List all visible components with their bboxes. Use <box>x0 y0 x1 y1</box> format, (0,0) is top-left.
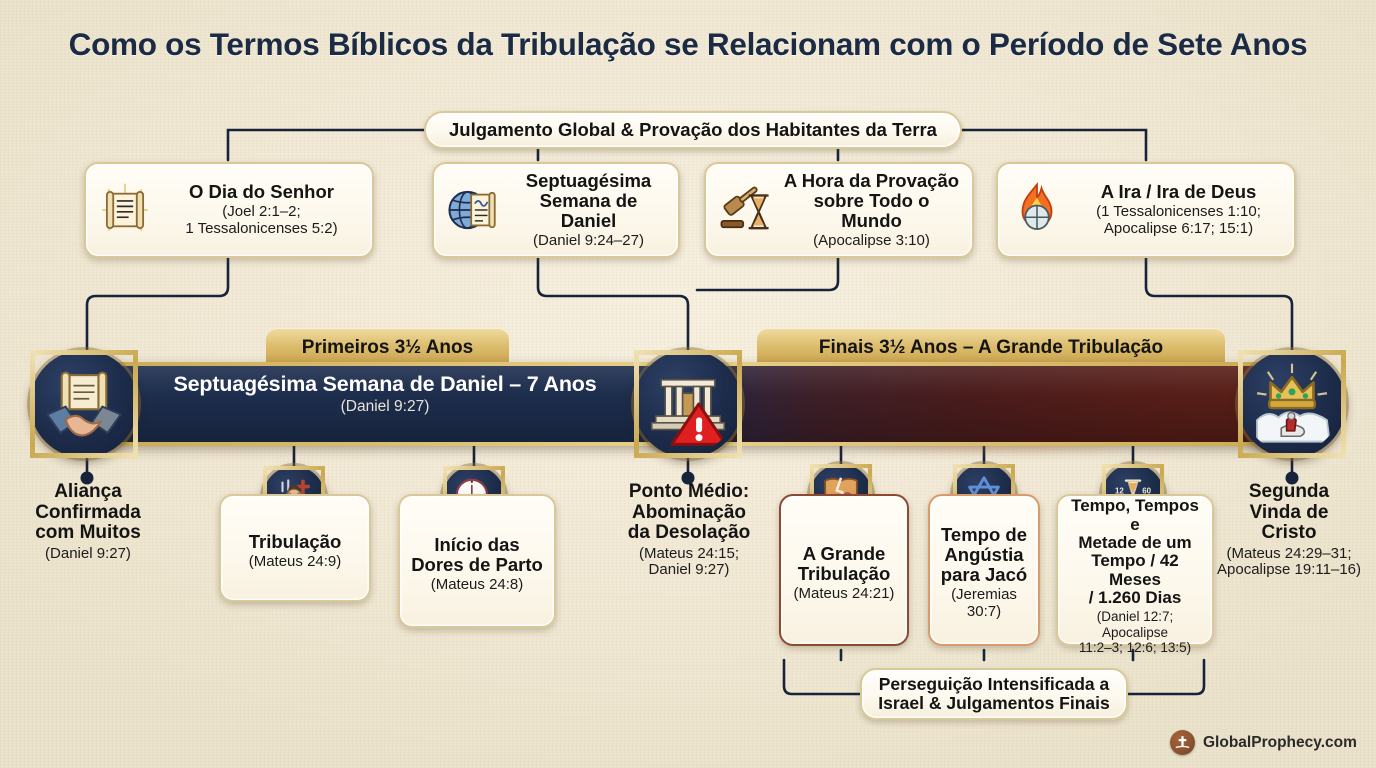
top-card-title: A Hora da Provação sobre Todo o Mundo <box>783 169 960 231</box>
top-card-hour-of-trial[interactable]: A Hora da Provação sobre Todo o Mundo (A… <box>704 162 974 258</box>
top-card-title: Septuagésima Semana de Daniel <box>525 169 652 231</box>
bottom-card-reference: (Mateus 24:8) <box>430 575 524 593</box>
medallion-covenant-handshake[interactable] <box>30 350 138 458</box>
bottom-card-title: Tribulação <box>248 530 342 552</box>
bracket-line-1: Perseguição Intensificada a <box>878 673 1110 694</box>
timeline-bar-reference: (Daniel 9:27) <box>340 398 430 415</box>
svg-text:60: 60 <box>1142 487 1151 496</box>
top-card-title: O Dia do Senhor <box>189 181 334 203</box>
crown-rider-icon <box>1256 363 1331 443</box>
handshake-scroll-icon <box>45 371 123 437</box>
globe-scroll-icon <box>448 190 496 230</box>
phase-label: Finais 3½ Anos – A Grande Tribulação <box>818 337 1164 358</box>
phase-tab-second-half: Finais 3½ Anos – A Grande Tribulação <box>757 328 1225 368</box>
label-reference: (Mateus 24:29–31; Apocalipse 19:11–16) <box>1217 544 1361 579</box>
cross-book-icon <box>1170 730 1195 755</box>
top-card-seventieth-week[interactable]: Septuagésima Semana de Daniel (Daniel 9:… <box>432 162 680 258</box>
top-card-reference: (Joel 2:1–2; 1 Tessalonicenses 5:2) <box>185 203 338 237</box>
top-card-reference: (1 Tessalonicenses 1:10; Apocalipse 6:17… <box>1096 203 1261 237</box>
bottom-bracket-caption: Perseguição Intensificada a Israel & Jul… <box>860 668 1128 720</box>
bottom-card-title: Tempo de Angústia para Jacó <box>940 524 1028 586</box>
bracket-line-2: Israel & Julgamentos Finais <box>878 693 1110 713</box>
top-card-reference: (Apocalipse 3:10) <box>813 231 930 249</box>
label-midpoint-abomination: Ponto Médio: Abominação da Desolação (Ma… <box>600 481 778 579</box>
top-banner: Julgamento Global & Provação dos Habitan… <box>424 111 962 149</box>
timeline-bar-title: Septuagésima Semana de Daniel – 7 Anos <box>173 372 597 396</box>
bottom-card-reference: (Mateus 24:21) <box>793 584 895 602</box>
bottom-card-reference: (Mateus 24:9) <box>248 552 342 570</box>
label-covenant-confirmed: Aliança Confirmada com Muitos (Daniel 9:… <box>7 481 169 562</box>
svg-text:12: 12 <box>1115 487 1124 496</box>
bottom-card-reference: (Jeremias 30:7) <box>951 586 1017 620</box>
bottom-card-great-tribulation[interactable]: A Grande Tribulação (Mateus 24:21) <box>779 494 909 646</box>
label-second-coming: Segunda Vinda de Cristo (Mateus 24:29–31… <box>1206 481 1372 579</box>
label-title: Segunda Vinda de Cristo <box>1248 481 1330 544</box>
watermark-text: GlobalProphecy.com <box>1203 733 1357 751</box>
bottom-card-time-times-half[interactable]: Tempo, Tempos e Metade de um Tempo / 42 … <box>1056 494 1214 655</box>
bottom-card-title: A Grande Tribulação <box>797 542 891 584</box>
label-reference: (Mateus 24:15; Daniel 9:27) <box>638 544 740 579</box>
bottom-card-title: Tempo, Tempos e Metade de um Tempo / 42 … <box>1071 496 1199 608</box>
top-banner-label: Julgamento Global & Provação dos Habitan… <box>449 119 937 140</box>
phase-tab-first-half: Primeiros 3½ Anos <box>266 328 509 368</box>
bottom-card-title: Início das Dores de Parto <box>411 533 543 575</box>
watermark-logo[interactable]: GlobalProphecy.com <box>1170 730 1357 755</box>
bottom-card-reference: (Daniel 12:7; Apocalipse 11:2–3; 12:6; 1… <box>1078 609 1192 655</box>
flame-globe-icon <box>1021 182 1053 230</box>
bottom-card-birth-pains[interactable]: Início das Dores de Parto (Mateus 24:8) <box>398 494 556 628</box>
top-card-wrath-of-god[interactable]: A Ira / Ira de Deus (1 Tessalonicenses 1… <box>996 162 1296 258</box>
medallion-second-coming[interactable] <box>1238 350 1346 458</box>
medallion-abomination-temple[interactable] <box>634 350 742 458</box>
top-card-reference: (Daniel 9:24–27) <box>533 231 644 249</box>
label-title: Ponto Médio: Abominação da Desolação <box>627 481 751 544</box>
timeline-bar-label: Septuagésima Semana de Daniel – 7 Anos (… <box>150 372 620 416</box>
connector-dots <box>80 471 1299 485</box>
top-card-title: A Ira / Ira de Deus <box>1100 181 1257 203</box>
page-title: Como os Termos Bíblicos da Tribulação se… <box>68 26 1308 62</box>
label-title: Aliança Confirmada com Muitos <box>35 481 141 544</box>
scroll-rays-icon <box>102 183 148 232</box>
temple-warning-icon <box>650 379 728 446</box>
phase-label: Primeiros 3½ Anos <box>301 337 474 358</box>
bottom-card-tribulation[interactable]: Tribulação (Mateus 24:9) <box>219 494 371 602</box>
gavel-hourglass-icon <box>720 186 769 230</box>
label-reference: (Daniel 9:27) <box>45 544 131 562</box>
top-card-day-of-the-lord[interactable]: O Dia do Senhor (Joel 2:1–2; 1 Tessaloni… <box>84 162 374 258</box>
bottom-card-jacobs-trouble[interactable]: Tempo de Angústia para Jacó (Jeremias 30… <box>928 494 1040 646</box>
